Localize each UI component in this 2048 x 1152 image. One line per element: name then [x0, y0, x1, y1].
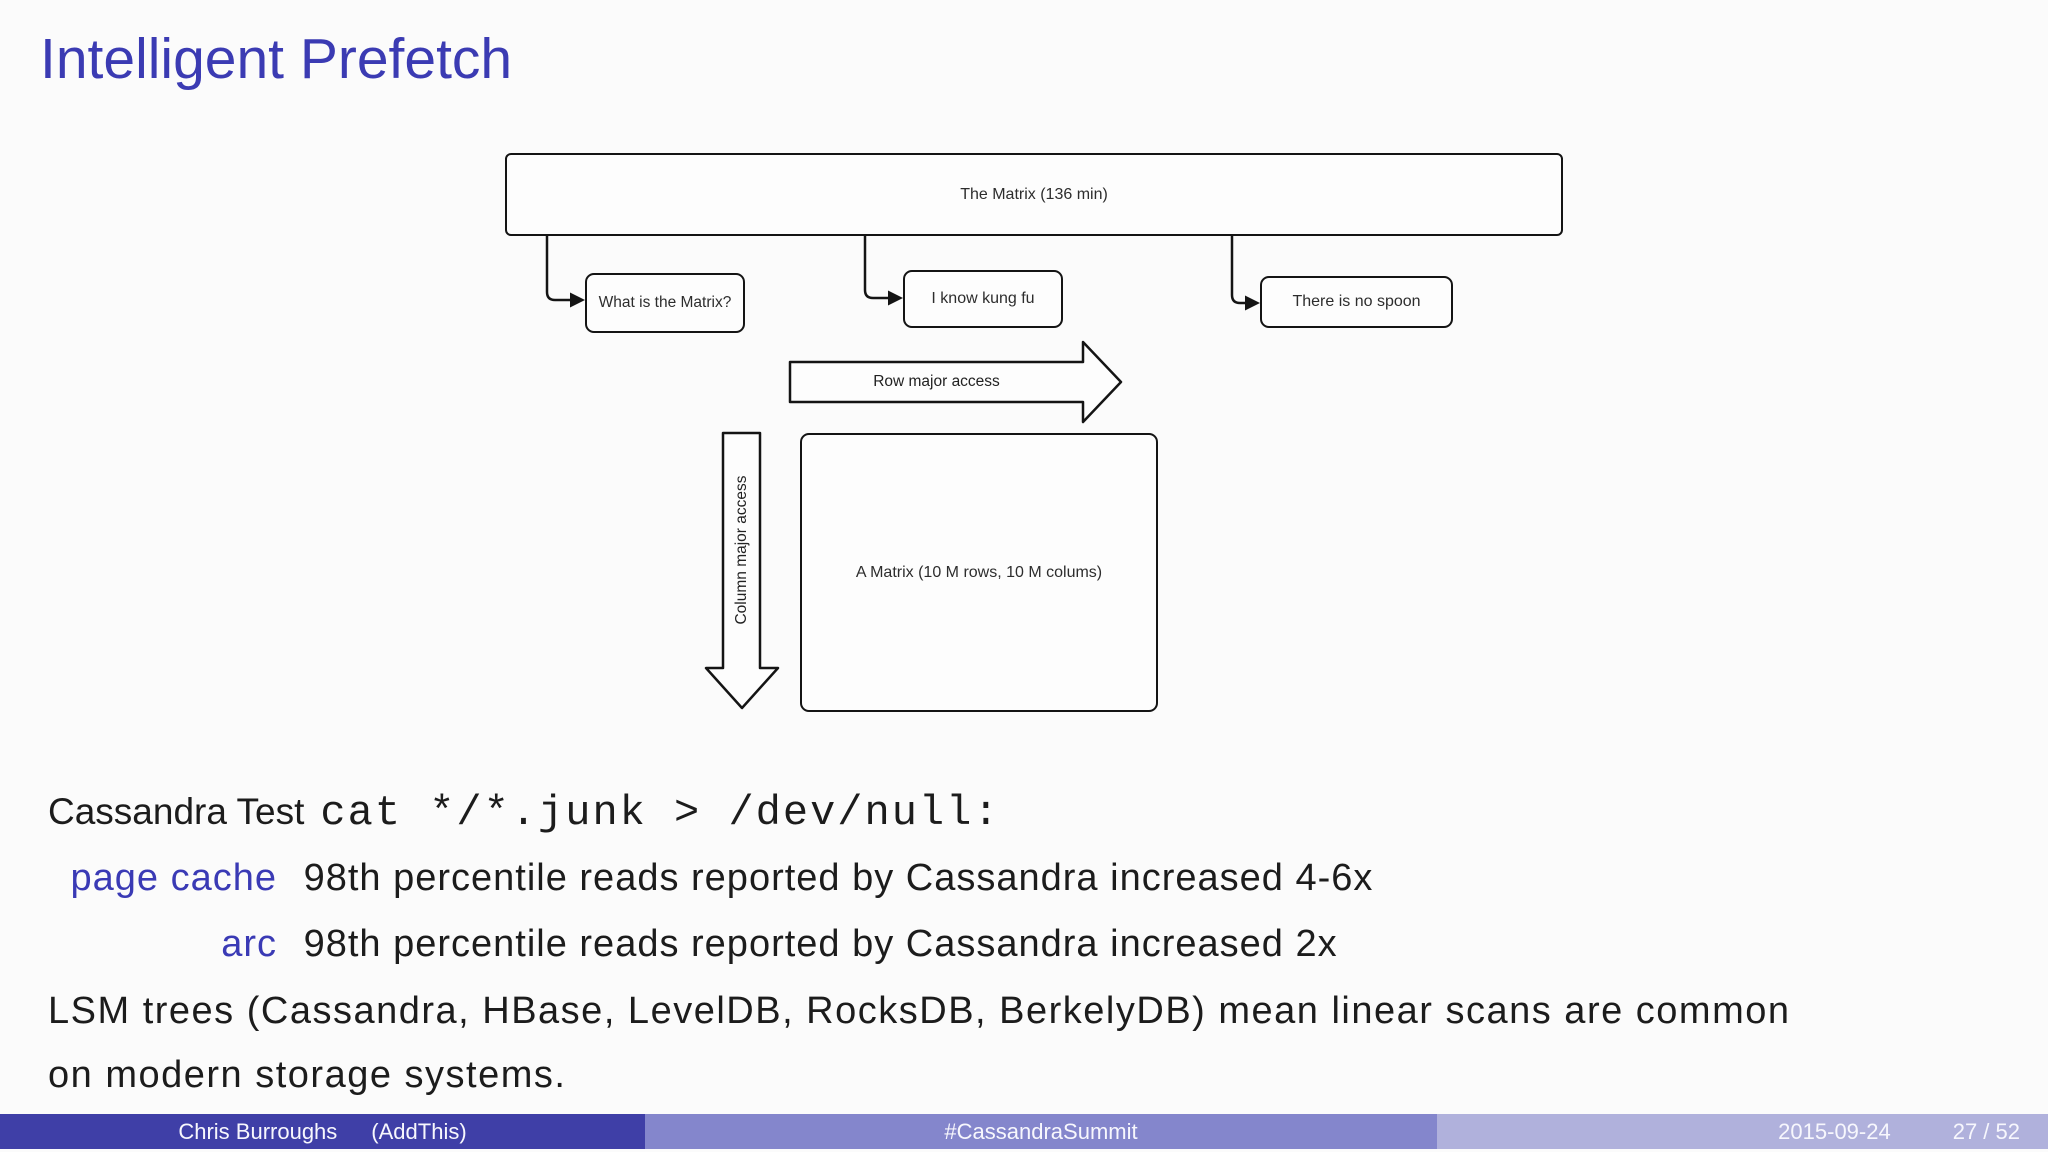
footer-event-hashtag: #CassandraSummit — [944, 1118, 1138, 1144]
footer-page-number: 27 / 52 — [1952, 1118, 2020, 1144]
arrowhead-icon — [888, 290, 903, 306]
result-term: arc — [221, 923, 277, 965]
diagram-box-i-know-kung-fu: I know kung fu — [903, 270, 1063, 328]
diagram-box-what-is-the-matrix: What is the Matrix? — [585, 273, 745, 333]
arrowhead-icon — [570, 292, 585, 308]
footer-author: Chris Burroughs — [178, 1118, 338, 1144]
result-row-arc: arc 98th percentile reads reported by Ca… — [0, 923, 2048, 966]
footer-date: 2015-09-24 — [1778, 1118, 1891, 1144]
lsm-line-2: on modern storage systems. — [48, 1054, 567, 1096]
diagram-box-label: I know kung fu — [931, 290, 1035, 307]
lsm-line-1: LSM trees (Cassandra, HBase, LevelDB, Ro… — [48, 990, 1791, 1032]
arrowhead-icon — [1245, 295, 1260, 311]
test-command-code: cat */*.junk > /dev/null: — [320, 789, 1001, 837]
test-prefix: Cassandra Test — [48, 791, 305, 832]
column-major-access-label: Column major access — [733, 475, 750, 625]
diagram-box-label: What is the Matrix? — [598, 294, 732, 311]
footer-bar: Chris Burroughs (AddThis) #CassandraSumm… — [0, 1114, 2048, 1149]
footer-affiliation: (AddThis) — [371, 1118, 467, 1144]
diagram-box-label: The Matrix (136 min) — [960, 185, 1108, 203]
diagram-box-matrix-movie: The Matrix (136 min) — [505, 153, 1563, 236]
result-desc: 98th percentile reads reported by Cassan… — [303, 857, 1374, 899]
diagram-box-a-matrix: A Matrix (10 M rows, 10 M colums) — [800, 433, 1158, 712]
slide-title: Intelligent Prefetch — [40, 27, 513, 91]
cassandra-test-line: Cassandra Test cat */*.junk > /dev/null: — [48, 789, 2048, 837]
result-desc: 98th percentile reads reported by Cassan… — [303, 923, 1338, 965]
diagram-box-label: A Matrix (10 M rows, 10 M colums) — [855, 563, 1103, 581]
footer-date-segment: 2015-09-24 27 / 52 — [1437, 1114, 2048, 1149]
row-major-access-label: Row major access — [873, 373, 1000, 390]
footer-event-segment: #CassandraSummit — [645, 1114, 1437, 1149]
result-row-page-cache: page cache 98th percentile reads reporte… — [0, 857, 2048, 900]
footer-author-segment: Chris Burroughs (AddThis) — [0, 1114, 645, 1149]
diagram-box-there-is-no-spoon: There is no spoon — [1260, 276, 1453, 328]
result-term: page cache — [70, 857, 277, 899]
diagram-box-label: There is no spoon — [1292, 293, 1421, 310]
